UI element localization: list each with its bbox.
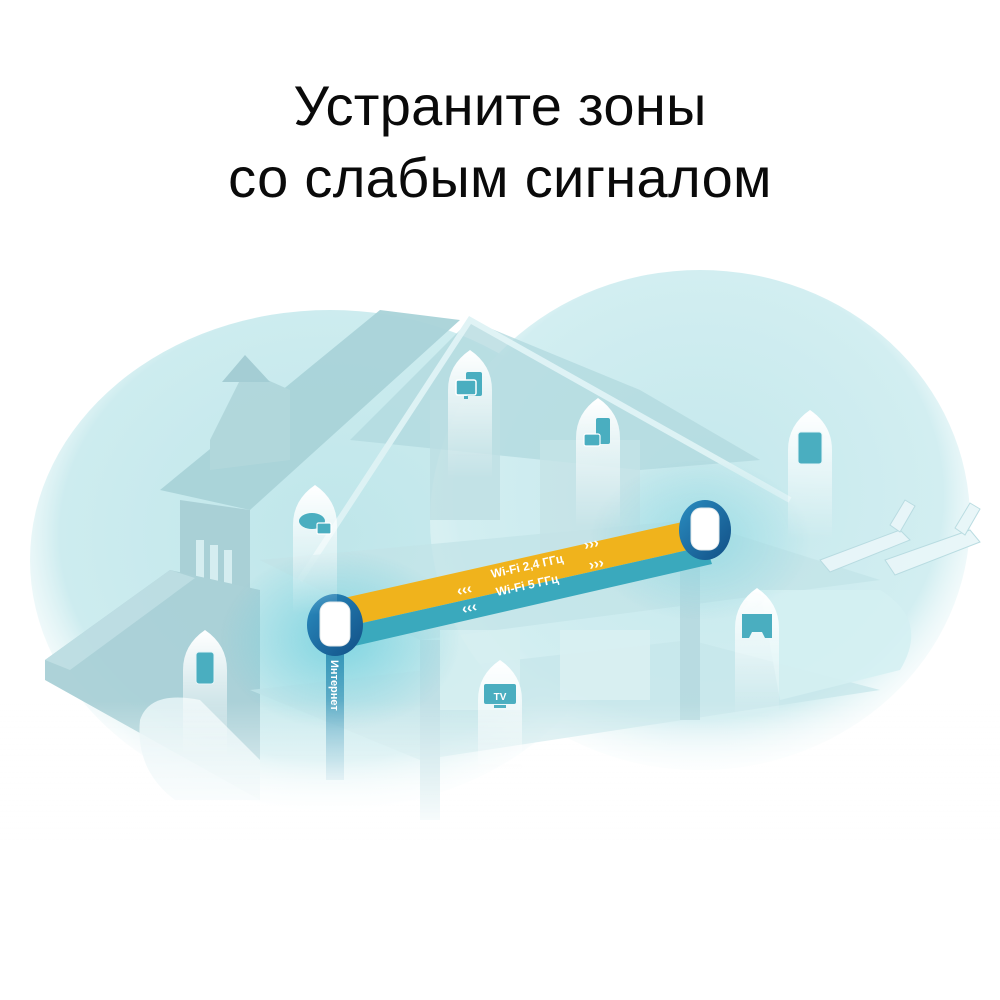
arrows-right-5: ›››: [587, 554, 605, 574]
smartphone-icon: [195, 651, 215, 685]
device-pin-tablet: [788, 410, 832, 540]
game-console-icon: [583, 418, 610, 447]
headline: Устраните зоны со слабым сигналом: [0, 70, 1000, 214]
arrows-left-24: ‹‹‹: [455, 580, 473, 600]
arrows-left-5: ‹‹‹: [460, 598, 478, 618]
headline-line-2: со слабым сигналом: [228, 146, 772, 209]
device-pin-console: [576, 398, 620, 528]
tablet-icon: [797, 431, 823, 465]
internet-label: Интернет: [328, 660, 340, 711]
device-pin-desktop: [448, 350, 492, 480]
mesh-coverage-illustration: Интернет Wi-Fi 2,4 ГГц Wi-Fi 5 ГГц ››› ‹…: [0, 260, 1000, 840]
device-pin-cloud: [293, 485, 337, 615]
gamepad-icon: [742, 614, 772, 638]
satellite-node: [679, 500, 731, 560]
headline-line-1: Устраните зоны: [293, 74, 707, 137]
cloud-storage-icon: [299, 513, 332, 535]
arrows-right-24: ›››: [582, 534, 600, 554]
tv-icon-text: TV: [494, 692, 507, 703]
wifi-backhaul: Wi-Fi 2,4 ГГц Wi-Fi 5 ГГц ››› ‹‹‹ ››› ‹‹…: [335, 518, 712, 648]
desktop-monitor-icon: [455, 372, 482, 399]
device-pin-gamepad: [735, 588, 779, 718]
